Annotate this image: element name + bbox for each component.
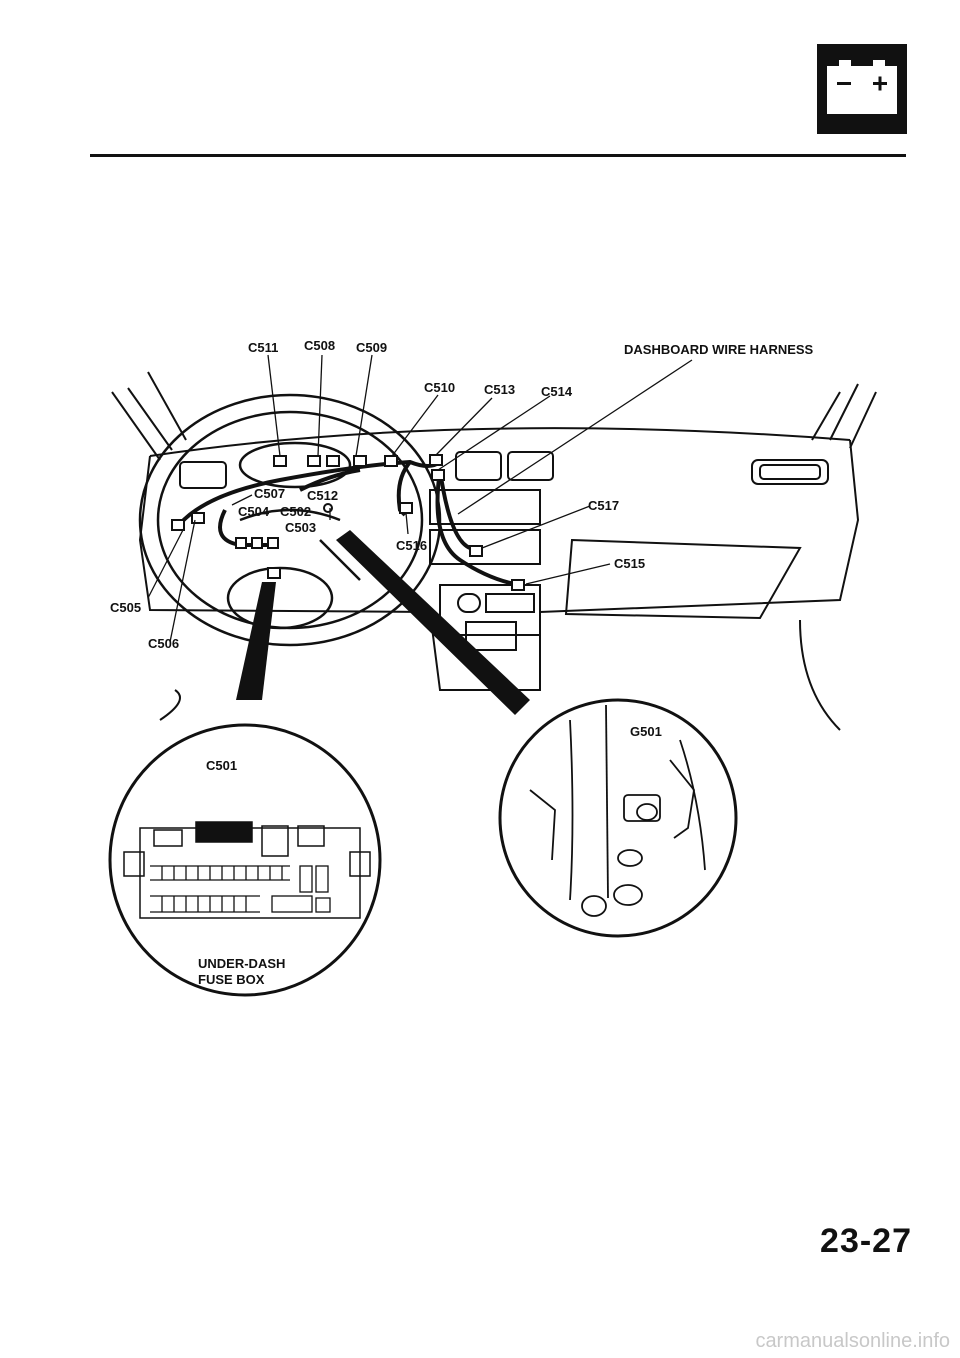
label-c508: C508: [304, 338, 335, 353]
zoom-beam-ground: [336, 530, 530, 715]
label-dashboard-wire-harness: DASHBOARD WIRE HARNESS: [624, 342, 814, 357]
label-c513: C513: [484, 382, 515, 397]
label-c509: C509: [356, 340, 387, 355]
label-under-dash: UNDER-DASH: [198, 956, 285, 971]
dashboard-outline: [111, 371, 877, 731]
label-c511: C511: [248, 340, 278, 355]
page-number: 23-27: [820, 1222, 912, 1260]
label-c504: C504: [238, 504, 270, 519]
label-c514: C514: [541, 384, 573, 399]
label-c507: C507: [254, 486, 285, 501]
footer-watermark: carmanualsonline.info: [755, 1330, 950, 1352]
label-fuse-box: FUSE BOX: [198, 972, 265, 987]
battery-icon: [817, 44, 907, 134]
ground-detail: [498, 698, 738, 938]
label-c516: C516: [396, 538, 427, 553]
label-c517: C517: [588, 498, 619, 513]
label-c502: C502: [280, 504, 311, 519]
steering-wheel: [138, 393, 442, 647]
label-c506: C506: [148, 636, 179, 651]
header-rule: [90, 154, 906, 157]
label-c503: C503: [285, 520, 316, 535]
zoom-beam-fusebox: [236, 582, 276, 700]
label-c512: C512: [307, 488, 338, 503]
label-g501: G501: [630, 724, 662, 739]
label-c501: C501: [206, 758, 237, 773]
diagram-labels: C511 C508 C509 DASHBOARD WIRE HARNESS C5…: [110, 338, 814, 987]
label-c515: C515: [614, 556, 645, 571]
label-c510: C510: [424, 380, 455, 395]
fusebox-detail: [108, 723, 382, 997]
label-c505: C505: [110, 600, 141, 615]
